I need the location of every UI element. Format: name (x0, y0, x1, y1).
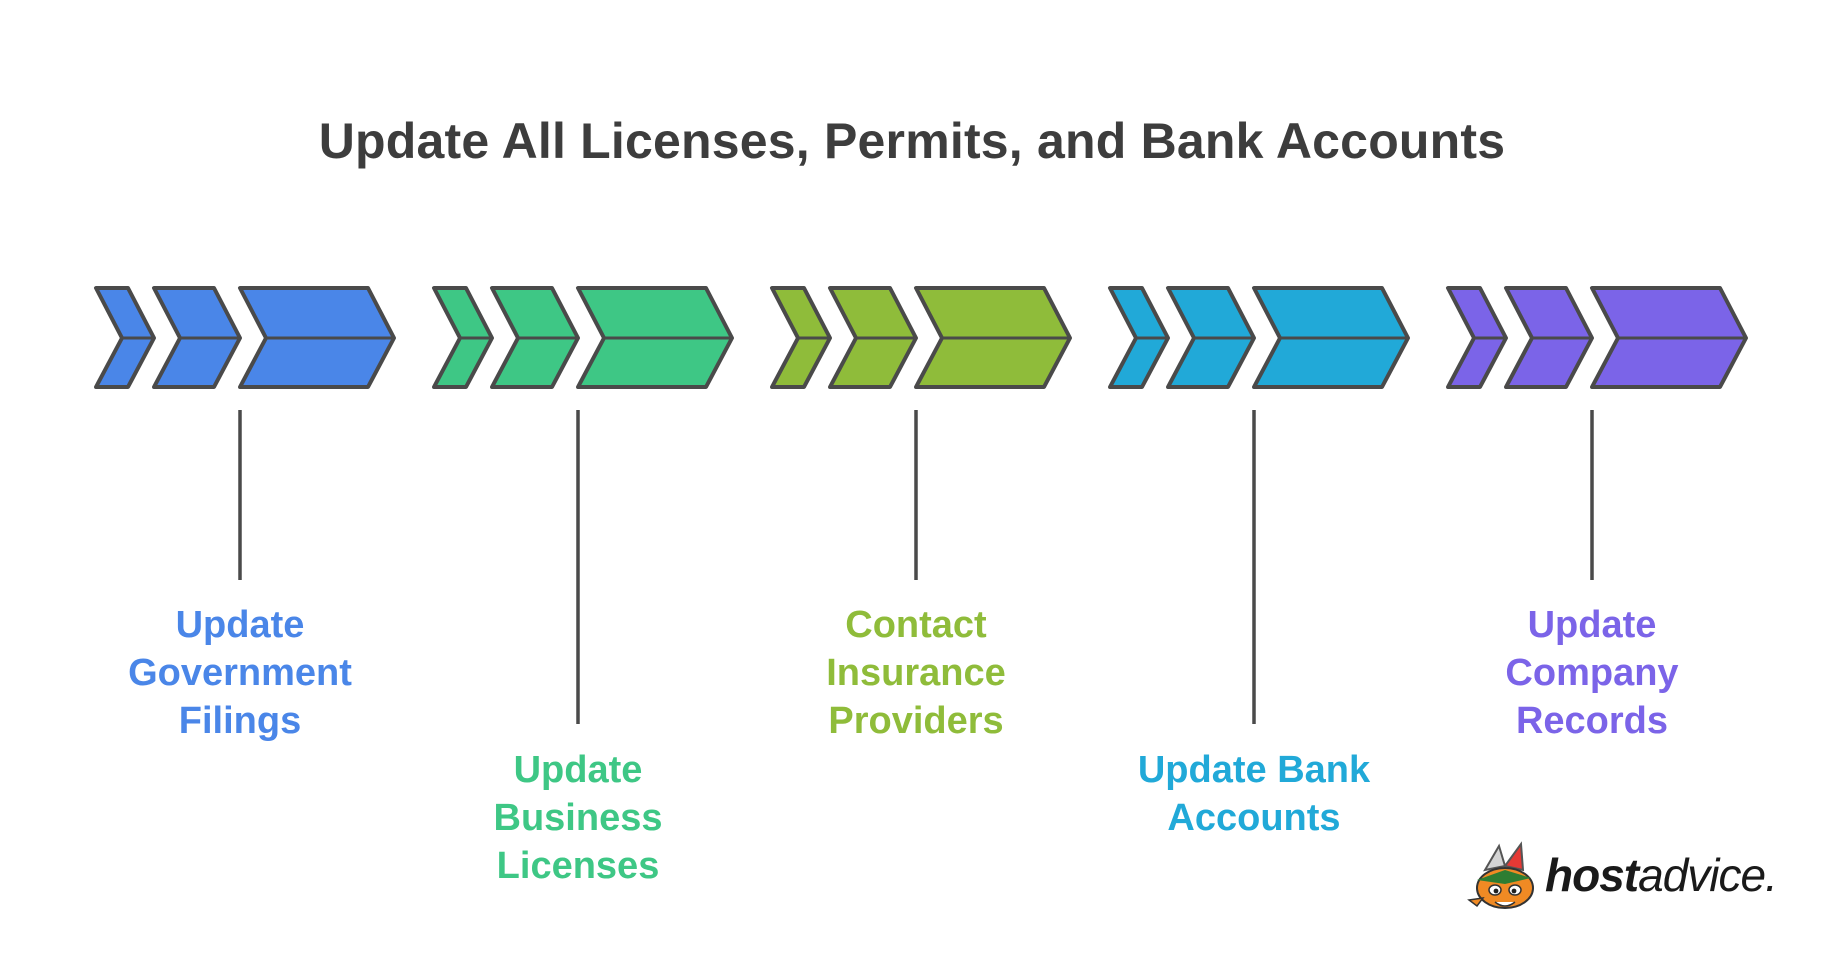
diagram-title: Update All Licenses, Permits, and Bank A… (318, 113, 1506, 169)
step-label-line: Licenses (496, 845, 660, 887)
logo-brand-regular: advice. (1638, 849, 1778, 901)
hostadvice-logo: hostadvice. (1465, 840, 1795, 920)
chevron-group-bank-accounts (1108, 286, 1410, 389)
step-label-line: Filings (178, 700, 302, 742)
step-label-line: Providers (828, 700, 1004, 742)
step-label-line: Accounts (1167, 797, 1341, 839)
logo-wordmark: hostadvice. (1545, 848, 1778, 902)
step-label-line: Contact (845, 604, 987, 646)
chevron-group-company-records (1446, 286, 1748, 389)
step-label-line: Company (1505, 652, 1679, 694)
step-label-line: Update (1527, 604, 1657, 646)
chevron-group-business-licenses (432, 286, 734, 389)
fox-mascot-icon (1467, 841, 1534, 909)
chevron-group-government-filings (94, 286, 396, 389)
logo-brand-bold: host (1545, 849, 1639, 901)
step-label-line: Insurance (826, 652, 1006, 694)
step-label-line: Update Bank (1137, 749, 1371, 791)
step-label-line: Government (128, 652, 352, 694)
step-label-line: Update (513, 749, 643, 791)
step-label-line: Records (1515, 700, 1669, 742)
step-label-line: Business (493, 797, 663, 839)
step-label-line: Update (175, 604, 305, 646)
chevron-group-insurance-providers (770, 286, 1072, 389)
